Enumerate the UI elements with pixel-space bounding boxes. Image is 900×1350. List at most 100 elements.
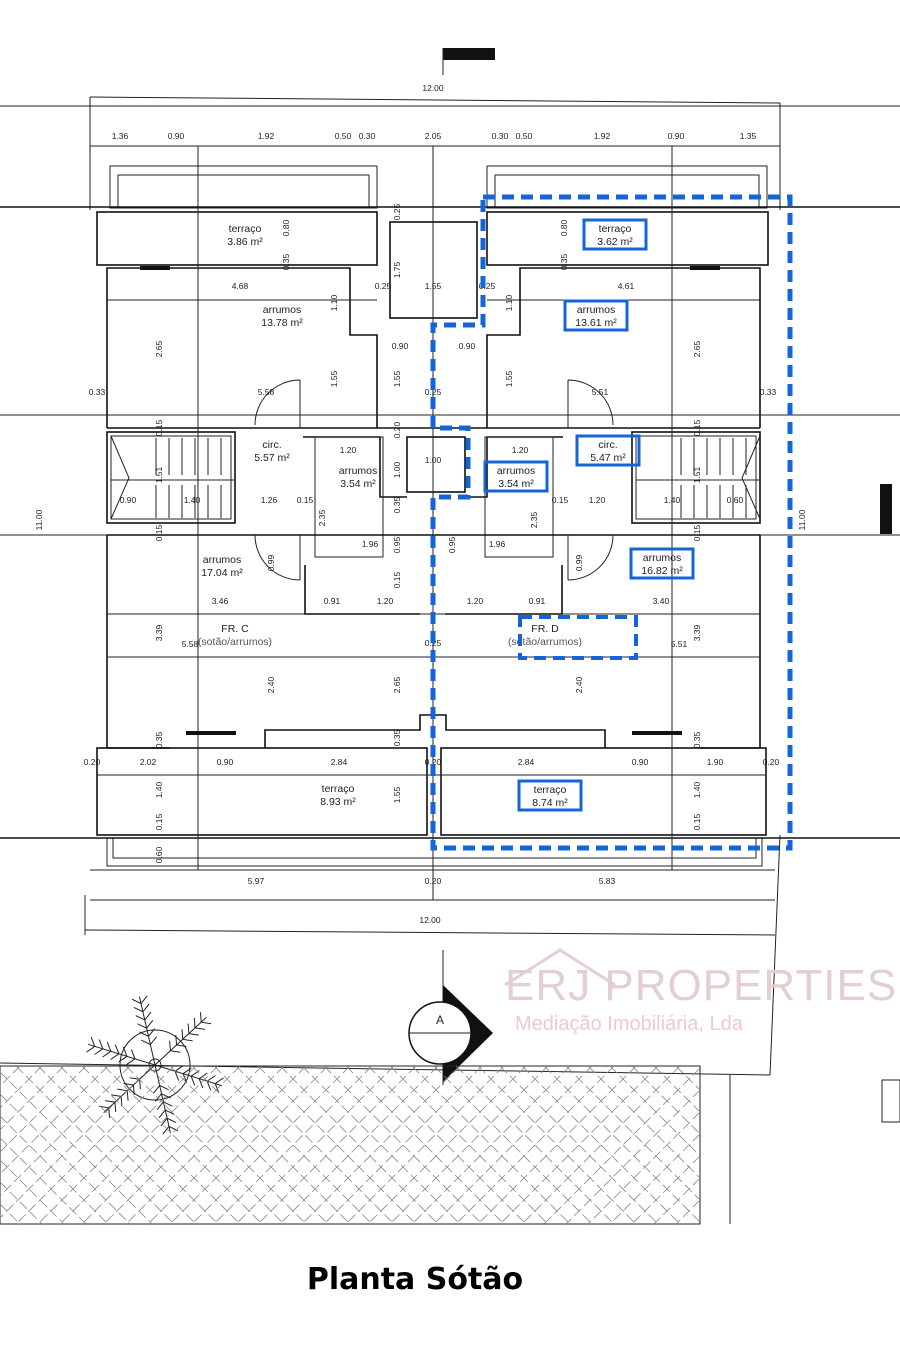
dimension-label: 0.99 (266, 554, 276, 571)
dimension-label: 2.65 (154, 340, 164, 357)
dimension-label: 0.25 (375, 281, 392, 291)
dimension-label: 0.33 (760, 387, 777, 397)
dimension-label: 0.20 (84, 757, 101, 767)
dimension-label: 2.84 (331, 757, 348, 767)
room-area: 17.04 m² (201, 567, 243, 579)
room-area: 13.78 m² (261, 317, 303, 329)
dimension-label: 1.55 (504, 370, 514, 387)
dimension-label: 11.00 (797, 509, 807, 530)
unit-highlight-outline (430, 194, 793, 851)
room-area: 3.62 m² (597, 236, 633, 248)
room-name: circ. (598, 439, 617, 451)
dimension-label: 2.40 (266, 676, 276, 693)
room-name: terraço (599, 223, 632, 235)
watermark: ERJ PROPERTIES Mediação Imobiliária, Lda (504, 948, 897, 1035)
dimension-label: 0.35 (154, 731, 164, 748)
room-name: arrumos (339, 465, 378, 477)
dimension-label: 0.20 (425, 876, 442, 886)
dimension-label: 0.80 (559, 219, 569, 236)
dimension-label: 0.20 (425, 757, 442, 767)
dimension-label: 1.40 (664, 495, 681, 505)
dimension-label: 0.35 (692, 731, 702, 748)
dimension-label: 0.15 (297, 495, 314, 505)
dimension-label: 0.90 (459, 341, 476, 351)
dimension-label: 1.90 (707, 757, 724, 767)
dimension-label: 1.96 (489, 539, 506, 549)
room-area: 8.74 m² (532, 797, 568, 809)
dimension-label: 0.95 (447, 536, 457, 553)
dimension-label: 0.35 (281, 253, 291, 270)
room-name: FR. C (221, 623, 249, 635)
room-area: 3.54 m² (340, 478, 376, 490)
dimension-label: 0.60 (154, 846, 164, 863)
watermark-tagline: Mediação Imobiliária, Lda (515, 1013, 744, 1035)
dimension-label: 3.40 (653, 596, 670, 606)
dimension-label: 2.35 (317, 509, 327, 526)
room-highlight-box (582, 218, 648, 251)
dimension-label: 5.58 (258, 387, 275, 397)
staircases (110, 435, 761, 520)
dimension-label: 0.15 (692, 813, 702, 830)
room-name: arrumos (497, 465, 536, 477)
dimension-label: 1.40 (154, 781, 164, 798)
dimension-label: 0.50 (335, 131, 352, 141)
room-name: arrumos (203, 554, 242, 566)
dimension-label: 1.20 (589, 495, 606, 505)
dimension-label: 1.00 (392, 461, 402, 478)
room-name: terraço (322, 783, 355, 795)
dimension-label: 2.40 (574, 676, 584, 693)
dimension-label: 5.51 (671, 639, 688, 649)
dimension-label: 0.80 (281, 219, 291, 236)
room-label: circ.5.57 m² (254, 439, 290, 464)
north-marker-icon (443, 48, 495, 60)
room-label: FR. D(sotão/arrumos) (508, 623, 582, 648)
section-marker[interactable]: A (408, 950, 493, 1085)
room-name: arrumos (577, 304, 616, 316)
room-name: arrumos (643, 552, 682, 564)
dimension-label: 5.58 (182, 639, 199, 649)
dimension-label: 0.15 (552, 495, 569, 505)
dimension-label: 0.15 (154, 419, 164, 436)
dimension-label: 1.55 (425, 281, 442, 291)
room-name: FR. D (531, 623, 559, 635)
room-area: 8.93 m² (320, 796, 356, 808)
dimension-label: 4.61 (618, 281, 635, 291)
dimension-label: 0.35 (392, 729, 402, 746)
room-area: 3.54 m² (498, 478, 534, 490)
dimension-label: 1.55 (392, 370, 402, 387)
dimension-label: 0.99 (574, 554, 584, 571)
dimension-label: 1.55 (392, 786, 402, 803)
dimension-label: 1.36 (112, 131, 129, 141)
ground-hatch (0, 1065, 731, 1225)
dimension-label: 3.39 (154, 624, 164, 641)
site-boundary (0, 484, 900, 1123)
room-highlight-box (483, 460, 549, 493)
dimension-label: 0.20 (763, 757, 780, 767)
dimension-label: 3.39 (692, 624, 702, 641)
dimension-label: 1.20 (467, 596, 484, 606)
dimension-label: 0.15 (154, 813, 164, 830)
walls (0, 146, 900, 900)
dimension-label: 1.20 (340, 445, 357, 455)
dimension-label: 0.15 (692, 524, 702, 541)
dimension-label: 0.35 (392, 496, 402, 513)
dimension-label: 0.90 (392, 341, 409, 351)
dimension-label: 5.97 (248, 876, 265, 886)
room-area: 13.61 m² (575, 317, 617, 329)
dimension-label: 12.00 (419, 915, 441, 925)
room-label: circ.5.47 m² (575, 434, 641, 467)
dimension-label: 2.84 (518, 757, 535, 767)
dimension-label: 0.25 (425, 387, 442, 397)
room-label: FR. C(sotão/arrumos) (198, 623, 272, 648)
tree-icon (86, 995, 224, 1135)
room-name: terraço (229, 223, 262, 235)
watermark-brand: ERJ PROPERTIES (505, 961, 897, 1010)
